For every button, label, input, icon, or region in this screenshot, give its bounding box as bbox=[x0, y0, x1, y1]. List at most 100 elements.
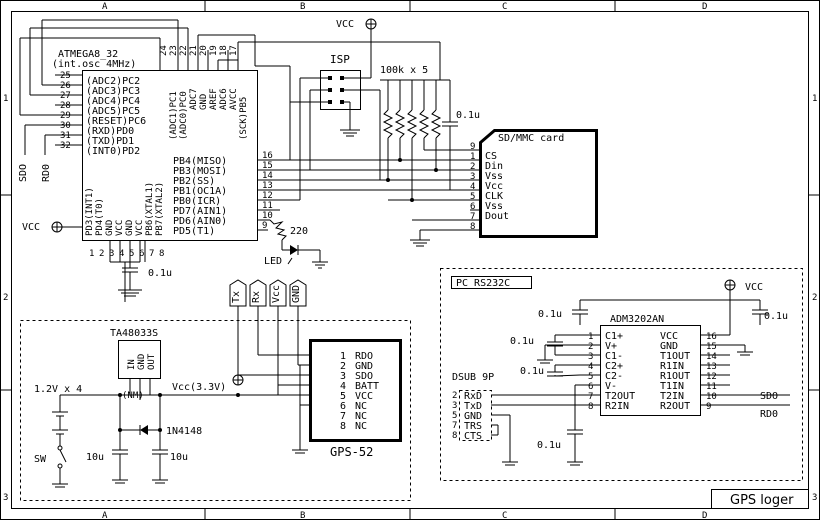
mcu-bottom-label-vcc2: VCC bbox=[135, 220, 145, 236]
power-gps-section bbox=[20, 320, 411, 501]
regulator-pin-in: IN bbox=[127, 359, 137, 370]
dsub-pin-8: 8 bbox=[452, 431, 457, 441]
mcu-bottom-pin-8: 8 bbox=[159, 249, 164, 259]
dsub-pin-2: 2 bbox=[452, 391, 457, 401]
zone-col-c-top: C bbox=[502, 2, 507, 12]
signal-rd0-label: RD0 bbox=[41, 164, 52, 182]
gps-label-nc1: NC bbox=[355, 401, 367, 412]
rs232-cap-vm-label: 0.1u bbox=[537, 440, 561, 451]
adm-label-vcc: VCC bbox=[660, 331, 678, 342]
zone-row-1-right: 1 bbox=[812, 94, 817, 104]
zone-col-b-top: B bbox=[300, 2, 305, 12]
sd-pin-8: 8 bbox=[470, 222, 475, 232]
adm-label-gnd: GND bbox=[660, 341, 678, 352]
vcc-label-top: VCC bbox=[336, 19, 354, 30]
rs232-cap-top-label: 0.1u bbox=[538, 309, 562, 320]
title-block-label: GPS loger bbox=[730, 493, 794, 508]
mcu-pin-15: 15 bbox=[262, 161, 273, 171]
adm-label-r1out: R1OUT bbox=[660, 371, 690, 382]
gps-label-rdo: RDO bbox=[355, 351, 373, 362]
sd-pin-6: 6 bbox=[470, 202, 475, 212]
gps-label-gnd: GND bbox=[355, 361, 373, 372]
conn-label-tx: Tx bbox=[231, 291, 242, 303]
zone-row-3-right: 3 bbox=[812, 493, 817, 503]
gps-label-batt: BATT bbox=[355, 381, 379, 392]
adm-label-t2in: T2IN bbox=[660, 391, 684, 402]
vcc-label-left: VCC bbox=[22, 222, 40, 233]
conn-label-rx: Rx bbox=[251, 291, 262, 303]
rs232-section-label: PC RS232C bbox=[456, 278, 510, 289]
adm-label-c2p: C2+ bbox=[605, 361, 623, 372]
mcu-top-pin-24: 24 bbox=[159, 45, 169, 56]
mcu-label-pc4: (ADC4)PC4 bbox=[86, 96, 140, 107]
zone-col-a-bottom: A bbox=[102, 511, 108, 520]
vout-label: Vcc(3.3V) bbox=[172, 382, 226, 393]
sd-pin-1: 1 bbox=[470, 152, 475, 162]
mcu-left-pins bbox=[19, 19, 188, 155]
zone-col-c-bottom: C bbox=[502, 511, 507, 520]
mcu-bottom-label-pd4: PD4(T0) bbox=[95, 198, 105, 236]
mcu-top-label-adc6: ADC6 bbox=[219, 88, 229, 110]
vcc-symbol-left bbox=[51, 221, 82, 233]
led-circuit bbox=[269, 219, 328, 269]
zone-col-b-bottom: B bbox=[300, 511, 305, 520]
sd-pin-4: 4 bbox=[470, 182, 475, 192]
mcu-label-pb3: PB3(MOSI) bbox=[173, 166, 227, 177]
mcu-pin-13: 13 bbox=[262, 181, 273, 191]
regulator-pin-out: OUT bbox=[147, 353, 157, 370]
adm-label-c1p: C1+ bbox=[605, 331, 623, 342]
mcu-top-pin-22: 22 bbox=[179, 45, 189, 56]
adm3202-body bbox=[600, 325, 701, 416]
mcu-cap-label: 0.1u bbox=[148, 268, 172, 279]
regulator-pin-gnd: GND bbox=[137, 354, 147, 370]
adm-label-t1in: T1IN bbox=[660, 381, 684, 392]
mcu-pin-28: 28 bbox=[60, 101, 71, 111]
rs232-section-tab bbox=[451, 276, 532, 289]
rs232-cap-c2-label: 0.1u bbox=[520, 366, 544, 377]
mcu-top-pin-19: 19 bbox=[209, 45, 219, 56]
isp-label: ISP bbox=[330, 53, 350, 66]
sd-label-vss1: Vss bbox=[485, 171, 503, 182]
adm-pin-8: 8 bbox=[588, 402, 593, 412]
rs232-cap-right-label: 0.1u bbox=[764, 311, 788, 322]
rs232-section bbox=[440, 268, 803, 481]
battery-switch bbox=[52, 395, 68, 488]
gps-label-nc2: NC bbox=[355, 411, 367, 422]
led-resistor-label: 220 bbox=[290, 226, 308, 237]
rs232-sdo-label: SDO bbox=[760, 391, 778, 402]
gps-pin-6: 6 bbox=[340, 401, 346, 412]
mcu-bottom-label-gnd1: GND bbox=[105, 220, 115, 236]
mcu-bottom-label-pb7: PB7(XTAL2) bbox=[155, 182, 165, 236]
adm-pin-3: 3 bbox=[588, 352, 593, 362]
gps-label-nc3: NC bbox=[355, 421, 367, 432]
rs232-cap-c1-label: 0.1u bbox=[510, 336, 534, 347]
dsub-label-gnd: GND bbox=[464, 411, 482, 422]
dsub-label-txd: TxD bbox=[464, 401, 482, 412]
regulator-wiring bbox=[60, 364, 310, 484]
mcu-pin-11: 11 bbox=[262, 201, 273, 211]
conn-label-vcc: Vcc bbox=[271, 285, 282, 303]
dsub-label: DSUB 9P bbox=[452, 372, 494, 383]
mcu-bottom-pin-5: 5 bbox=[129, 249, 134, 259]
mcu-pin-30: 30 bbox=[60, 121, 71, 131]
mcu-bottom-pin-3: 3 bbox=[109, 249, 114, 259]
mcu-pin-27: 27 bbox=[60, 91, 71, 101]
gps-pin-4: 4 bbox=[340, 381, 346, 392]
adm-pin-4: 4 bbox=[588, 362, 593, 372]
sdcard-pins bbox=[388, 149, 480, 247]
mcu-label-pd6: PD6(AIN0) bbox=[173, 216, 227, 227]
gps-body bbox=[309, 339, 402, 442]
adm-pin-1: 1 bbox=[588, 332, 593, 342]
adm-pin-10: 10 bbox=[706, 392, 717, 402]
adm-label-t1out: T1OUT bbox=[660, 351, 690, 362]
adm-label-r2in: R2IN bbox=[605, 401, 629, 412]
adm-pin-11: 11 bbox=[706, 382, 717, 392]
adm-label-c2m: C2- bbox=[605, 371, 623, 382]
mcu-top-label-pb5: (SCK)PB5 bbox=[239, 97, 249, 140]
mcu-label-pb2: PB2(SS) bbox=[173, 176, 215, 187]
mcu-pin-14: 14 bbox=[262, 171, 273, 181]
battery-label: 1.2V x 4 bbox=[34, 384, 82, 395]
adm-label-vp: V+ bbox=[605, 341, 617, 352]
mcu-pin-10: 10 bbox=[262, 211, 273, 221]
isp-pins bbox=[255, 42, 381, 200]
